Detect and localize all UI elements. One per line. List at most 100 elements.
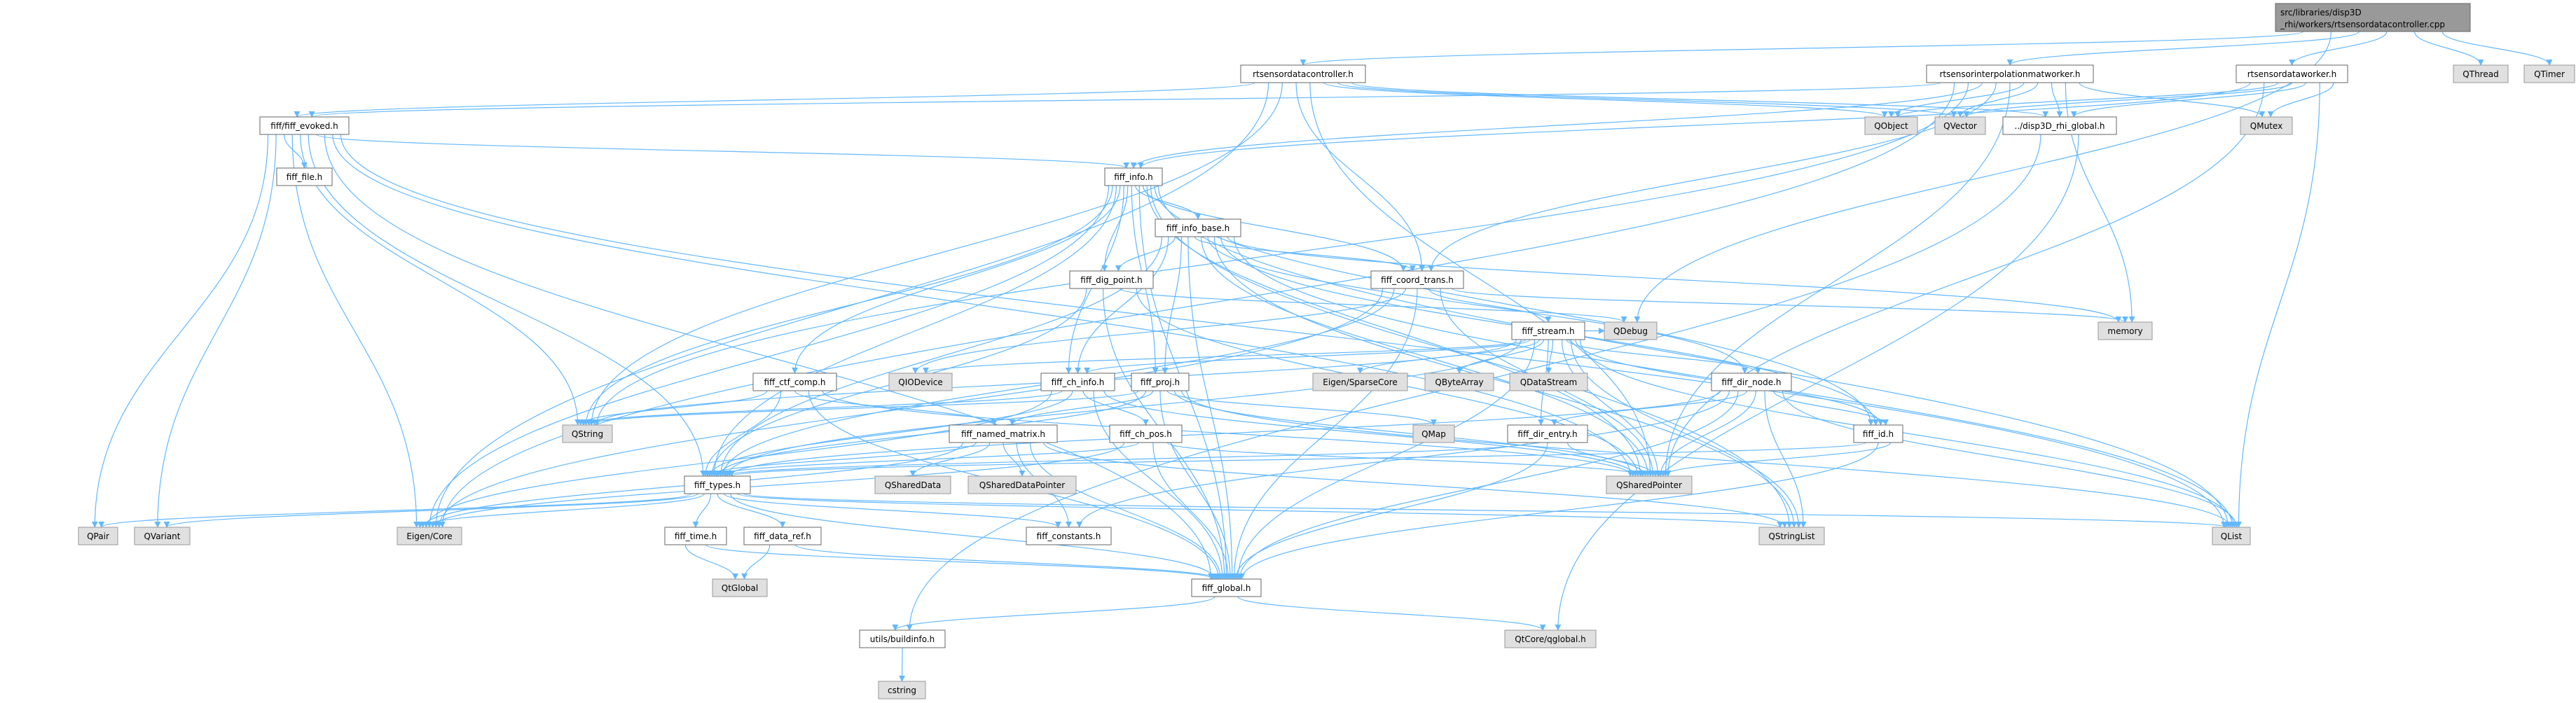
node-label: QSharedPointer (1616, 480, 1682, 490)
node-box (1412, 424, 1455, 443)
edge-coord_trans-to-EigenCore (436, 288, 1384, 528)
edge-info-to-fiff_types (710, 185, 1117, 477)
node-label: fiff_ctf_comp.h (764, 377, 825, 387)
edge-rtworker-to-info (1137, 82, 2251, 169)
node-box (1040, 373, 1115, 391)
edge-named_matrix-to-QStringList (1043, 442, 1788, 528)
node-named-matrix[interactable]: fiff_named_matrix.h (949, 424, 1058, 443)
edge-buildinfo-to-cstring (899, 647, 906, 682)
edge-stream-to-ch_info (1084, 339, 1531, 374)
node-label: fiff_stream.h (1522, 326, 1574, 336)
edge-ctf_comp-to-named_matrix (794, 390, 998, 426)
node-dig-point[interactable]: fiff_dig_point.h (1069, 270, 1154, 289)
node-label: fiff_types.h (694, 480, 741, 490)
node-info[interactable]: fiff_info.h (1104, 167, 1163, 186)
node-ch-info[interactable]: fiff_ch_info.h (1040, 373, 1115, 391)
node-fiff-global[interactable]: fiff_global.h (1191, 578, 1262, 597)
node-box (1155, 218, 1241, 237)
node-fiff-types[interactable]: fiff_types.h (684, 475, 751, 494)
node-label: QIODevice (898, 377, 942, 387)
node-dir-node[interactable]: fiff_dir_node.h (1711, 373, 1792, 391)
edge-fiff_global-to-buildinfo (892, 596, 1215, 631)
edge-evoked-to-QPair (91, 134, 269, 528)
node-box (664, 527, 727, 545)
node-qshareddata: QSharedData (874, 475, 951, 494)
node-time[interactable]: fiff_time.h (664, 527, 727, 545)
node-box (1853, 424, 1903, 443)
node-box (888, 373, 953, 391)
node-label: fiff_file.h (287, 172, 323, 182)
node-label: QThread (2463, 69, 2498, 79)
edge-info-to-info_base (1135, 185, 1201, 220)
edge-coord_trans-to-memory (1451, 288, 2128, 323)
node-ch-pos[interactable]: fiff_ch_pos.h (1109, 424, 1183, 443)
node-coord-trans[interactable]: fiff_coord_trans.h (1370, 270, 1464, 289)
edge-info-to-coord_trans (1143, 185, 1407, 272)
edge-evoked-to-QVariant (154, 134, 277, 528)
node-constants[interactable]: fiff_constants.h (1026, 527, 1112, 545)
node-box (1191, 578, 1262, 597)
node-label: QPair (87, 531, 109, 541)
node-box (276, 167, 333, 186)
edge-ch_pos-to-QSharedPointer (1166, 442, 1646, 477)
node-box (859, 629, 946, 648)
node-label: QMutex (2250, 121, 2282, 131)
edge-info_base-to-memory (1227, 236, 2122, 323)
node-box (1424, 373, 1494, 391)
node-root[interactable]: src/libraries/disp3D_rhi/workers/rtsenso… (2275, 3, 2471, 32)
node-rtctl[interactable]: rtsensordatacontroller.h (1240, 64, 1366, 83)
edge-rtworker-to-QObject (1894, 82, 2279, 118)
edge-stream-to-QIODevice (923, 339, 1527, 374)
node-evoked[interactable]: fiff/fiff_evoked.h (259, 116, 350, 135)
edge-stream-to-QDataStream (1545, 339, 1554, 374)
edge-dir_entry-to-fiff_global (1232, 442, 1548, 580)
node-box (78, 527, 118, 545)
node-label: fiff_named_matrix.h (961, 429, 1045, 439)
edge-fiff_types-to-QStringList (736, 493, 1783, 528)
node-box (874, 475, 951, 494)
edge-info_base-to-QSharedPointer (1201, 236, 1651, 477)
edge-fiff_id-to-fiff_global (1239, 442, 1879, 580)
node-box (684, 475, 751, 494)
node-box (1370, 270, 1464, 289)
edge-named_matrix-to-QSharedDataPointer (1003, 442, 1026, 477)
node-fiff-id[interactable]: fiff_id.h (1853, 424, 1903, 443)
edge-rtworker-to-QMutex (2267, 82, 2334, 118)
node-data-ref[interactable]: fiff_data_ref.h (743, 527, 822, 545)
edge-ctf_comp-to-QString (577, 390, 768, 426)
node-box (949, 424, 1058, 443)
edge-info_base-to-coord_trans (1194, 236, 1416, 272)
node-qvector: QVector (1934, 116, 1986, 135)
node-label: QtCore/qglobal.h (1515, 634, 1586, 644)
edge-stream-to-fiff_types (724, 339, 1522, 477)
edge-root-to-rtworker (2289, 31, 2388, 66)
edge-evoked-to-QString (300, 134, 581, 426)
node-box (743, 527, 822, 545)
edge-global3d-to-qglobal (1555, 134, 2079, 631)
node-rtworker[interactable]: rtsensordataworker.h (2236, 64, 2348, 83)
node-box (712, 578, 768, 597)
node-box (2453, 64, 2509, 83)
node-info-base[interactable]: fiff_info_base.h (1155, 218, 1241, 237)
node-ctf-comp[interactable]: fiff_ctf_comp.h (752, 373, 837, 391)
node-box (134, 527, 191, 545)
edge-fiff_types-to-QPair (98, 493, 691, 528)
edge-root-to-QDebug (1634, 31, 2332, 323)
node-label: QTimer (2534, 69, 2565, 79)
edge-time-to-fiff_global (705, 544, 1216, 580)
node-rtinterp[interactable]: rtsensorinterpolationmatworker.h (1926, 64, 2094, 83)
node-label: QSharedData (885, 480, 941, 490)
node-file[interactable]: fiff_file.h (276, 167, 333, 186)
node-dir-entry[interactable]: fiff_dir_entry.h (1507, 424, 1588, 443)
node-stream[interactable]: fiff_stream.h (1511, 321, 1585, 340)
node-box (1504, 629, 1597, 648)
node-box (2240, 116, 2293, 135)
node-buildinfo[interactable]: utils/buildinfo.h (859, 629, 946, 648)
node-label: QVariant (144, 531, 180, 541)
node-label: QList (2221, 531, 2243, 541)
node-qglobal: QtCore/qglobal.h (1504, 629, 1597, 648)
node-global3d[interactable]: ../disp3D_rhi_global.h (2002, 116, 2117, 135)
edge-rtctl-to-QSharedPointer (1309, 82, 1654, 477)
edge-info-to-ctf_comp (792, 185, 1121, 374)
node-proj[interactable]: fiff_proj.h (1131, 373, 1190, 391)
